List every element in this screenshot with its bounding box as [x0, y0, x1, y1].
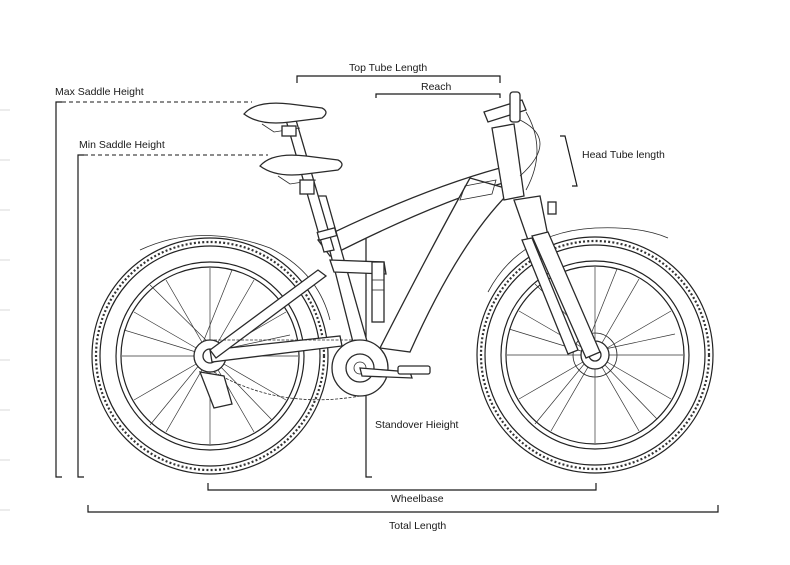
margin-ticks [0, 109, 10, 511]
front-wheel [476, 236, 714, 474]
total-length-bracket [87, 505, 719, 513]
max-saddle [243, 102, 327, 137]
max-saddle-height-label: Max Saddle Height [55, 86, 144, 98]
rear-shock [329, 259, 387, 323]
main-frame [315, 123, 525, 355]
reach-bracket [375, 93, 501, 98]
rear-triangle [209, 269, 343, 363]
max-saddle-height-bracket [55, 101, 252, 478]
standover-height-label: Standover Hieight [375, 419, 459, 431]
min-saddle-height-bracket [77, 154, 268, 478]
wheelbase-label: Wheelbase [391, 493, 444, 505]
min-saddle [259, 154, 343, 195]
rear-fender [139, 235, 331, 321]
reach-label: Reach [421, 81, 452, 93]
cockpit [483, 91, 541, 191]
top-tube-length-label: Top Tube Length [349, 62, 428, 74]
head-tube-length-label: Head Tube length [582, 149, 665, 161]
bike-illustration [91, 91, 714, 475]
front-fork [513, 195, 601, 359]
total-length-label: Total Length [389, 520, 447, 532]
drivetrain [198, 339, 431, 409]
min-saddle-height-label: Min Saddle Height [79, 139, 165, 151]
wheelbase-bracket [207, 483, 597, 491]
rear-wheel [91, 237, 329, 475]
head-tube-length-bracket [560, 135, 578, 187]
front-fender [487, 227, 669, 293]
top-tube-length-bracket [296, 75, 501, 83]
